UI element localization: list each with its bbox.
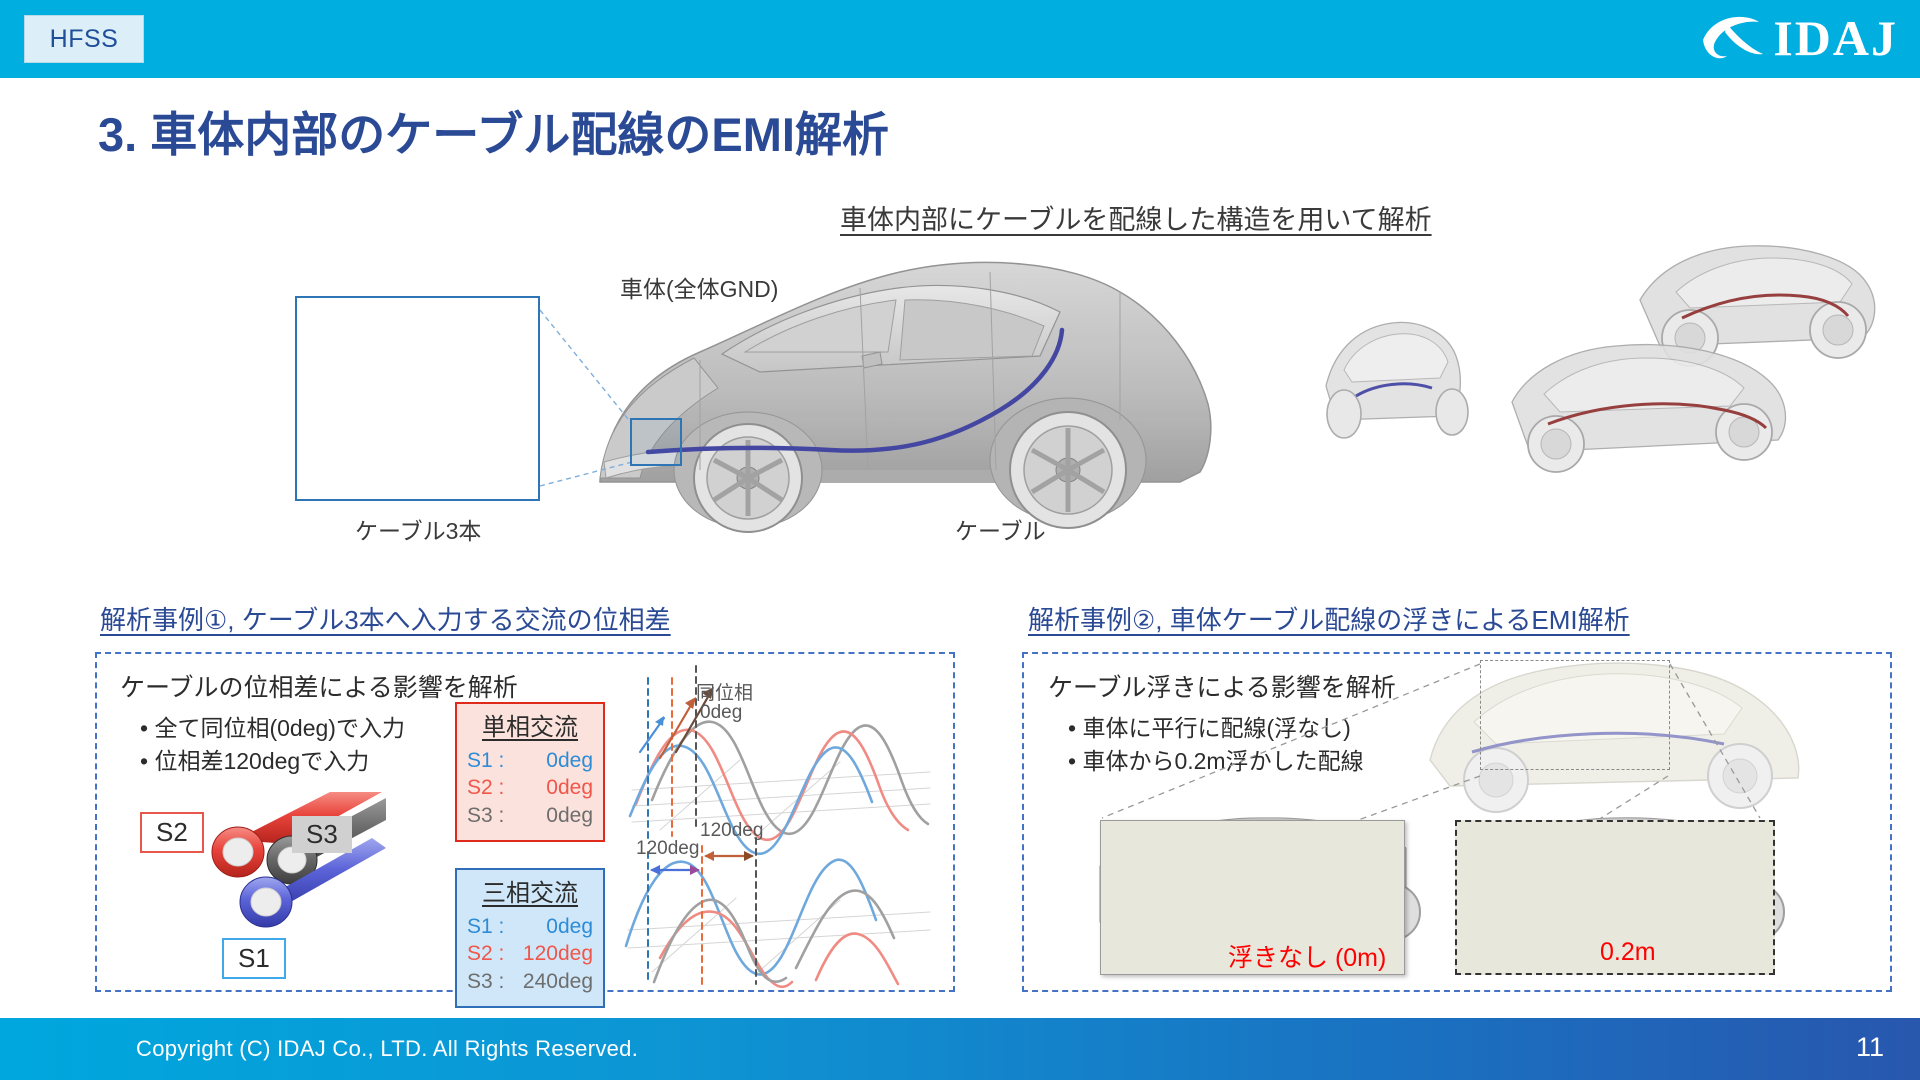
- footer-copyright: Copyright (C) IDAJ Co., LTD. All Rights …: [136, 1036, 639, 1061]
- header-tab-label: HFSS: [49, 24, 119, 53]
- small-car-top-right: [1639, 245, 1876, 367]
- anno-in-phase-line1: 同位相: [696, 683, 754, 704]
- anno-shift-b: 120deg: [700, 820, 764, 841]
- anno-shift-a: 120deg: [636, 838, 700, 859]
- idaj-swoosh-icon: [1703, 16, 1764, 59]
- inset-leader-lines: [539, 309, 633, 487]
- three-s3-name: S3 :: [467, 970, 505, 994]
- slide-header: HFSS IDAJ: [0, 0, 1920, 78]
- three-s1-value: 0deg: [546, 914, 593, 938]
- case-2-car-region-box: [1480, 660, 1670, 770]
- phase-box-single-title: 単相交流: [482, 714, 578, 741]
- single-s3-name: S3 :: [467, 804, 505, 828]
- case-2-bullets: 車体に平行に配線(浮なし) 車体から0.2m浮かした配線: [1068, 712, 1364, 779]
- case-1-bullet-2: 位相差120degで入力: [140, 745, 405, 778]
- cable-label-s2: S2: [140, 812, 204, 853]
- photo-float-frame: [1455, 820, 1775, 975]
- section-title-case-1: 解析事例①, ケーブル3本へ入力する交流の位相差: [100, 605, 671, 635]
- page-subtitle: 車体内部にケーブルを配線した構造を用いて解析: [840, 205, 1432, 235]
- small-car-bottom-right: [1511, 343, 1787, 473]
- photo-no-float-frame: [1100, 820, 1405, 975]
- case-2-bullet-1: 車体に平行に配線(浮なし): [1068, 712, 1364, 745]
- three-s2-value: 120deg: [522, 942, 593, 966]
- phase-box-three-title: 三相交流: [482, 880, 578, 907]
- slide-footer: Copyright (C) IDAJ Co., LTD. All Rights …: [0, 1018, 1920, 1080]
- single-s1-value: 0deg: [546, 748, 593, 772]
- small-car-front: [1325, 321, 1469, 439]
- label-cable: ケーブル: [955, 518, 1046, 544]
- section-title-case-2: 解析事例②, 車体ケーブル配線の浮きによるEMI解析: [1028, 605, 1630, 635]
- case-1-bullets: 全て同位相(0deg)で入力 位相差120degで入力: [140, 712, 405, 779]
- footer-page-number: 11: [1855, 1032, 1884, 1062]
- case-1-head: ケーブルの位相差による影響を解析: [120, 674, 518, 702]
- case-2-head: ケーブル浮きによる影響を解析: [1048, 674, 1396, 702]
- label-no-float: 浮きなし (0m): [1228, 944, 1387, 972]
- cable-bundle-inset-frame: [295, 296, 540, 501]
- single-s3-value: 0deg: [546, 804, 593, 828]
- single-s2-name: S2 :: [467, 776, 505, 800]
- page-title: 3. 車体内部のケーブル配線のEMI解析: [98, 108, 889, 161]
- label-body-gnd: 車体(全体GND): [620, 276, 779, 302]
- idaj-logo-text: IDAJ: [1773, 10, 1898, 66]
- label-cable-three: ケーブル3本: [355, 518, 482, 544]
- cable-highlight-box: [630, 418, 682, 466]
- phase-box-three: 三相交流 S1 : 0deg S2 : 120deg S3 : 240deg: [455, 868, 605, 1008]
- anno-in-phase-line2: 0deg: [700, 702, 743, 723]
- case-2-bullet-2: 車体から0.2m浮かした配線: [1068, 745, 1363, 778]
- idaj-logo: IDAJ: [1697, 6, 1898, 70]
- three-s1-name: S1 :: [467, 914, 505, 938]
- cable-label-s1: S1: [222, 938, 286, 979]
- header-tab-hfss[interactable]: HFSS: [24, 15, 144, 63]
- case-1-bullet-1: 全て同位相(0deg)で入力: [140, 712, 404, 745]
- single-s2-value: 0deg: [546, 776, 593, 800]
- three-s3-value: 240deg: [522, 970, 593, 994]
- phase-box-single: 単相交流 S1 : 0deg S2 : 0deg S3 : 0deg: [455, 702, 605, 842]
- three-s2-name: S2 :: [467, 942, 505, 966]
- label-float: 0.2m: [1600, 938, 1656, 966]
- single-s1-name: S1 :: [467, 748, 505, 772]
- cable-label-s3: S3: [292, 816, 352, 853]
